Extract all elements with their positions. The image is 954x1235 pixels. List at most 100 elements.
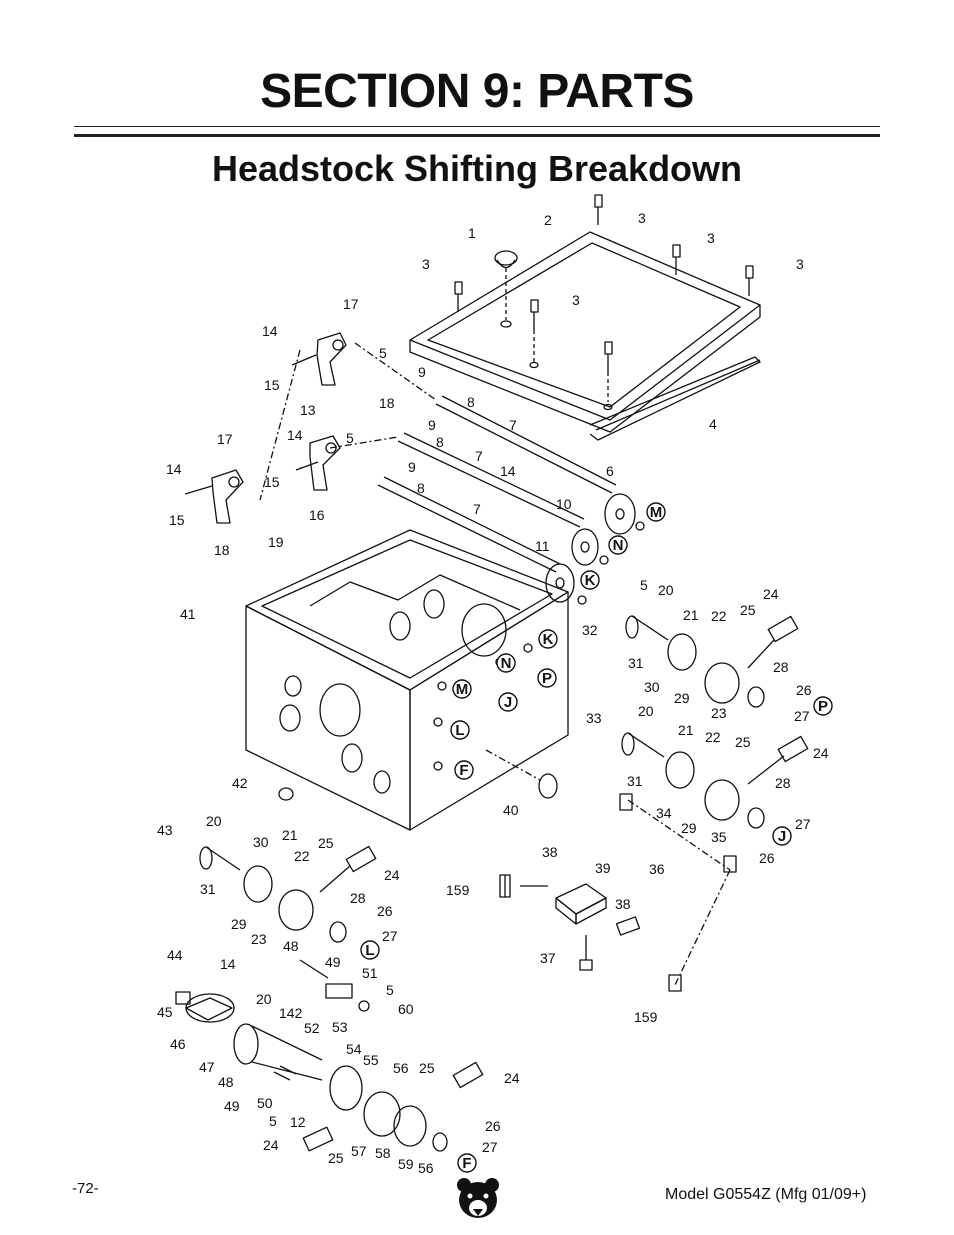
part-callout: 31 bbox=[627, 773, 643, 789]
part-callout: 26 bbox=[759, 850, 775, 866]
part-callout: 20 bbox=[256, 991, 272, 1007]
letter-marker-label: P bbox=[818, 698, 828, 715]
letter-marker: M bbox=[452, 679, 472, 699]
part-callout: 52 bbox=[304, 1020, 320, 1036]
part-callout: 38 bbox=[542, 844, 558, 860]
letter-marker-label: M bbox=[650, 504, 663, 521]
part-callout: 9 bbox=[418, 364, 426, 380]
letter-marker-label: J bbox=[778, 828, 786, 845]
part-callout: 12 bbox=[290, 1114, 306, 1130]
part-callout: 159 bbox=[634, 1009, 658, 1025]
part-callout: 29 bbox=[231, 916, 247, 932]
part-callout: 25 bbox=[740, 602, 756, 618]
part-callout: 159 bbox=[446, 882, 470, 898]
part-callout: 26 bbox=[796, 682, 812, 698]
gasket bbox=[589, 356, 761, 441]
part-callout: 5 bbox=[386, 982, 394, 998]
part-callout: 25 bbox=[318, 835, 334, 851]
part-callout: 18 bbox=[214, 542, 230, 558]
shift-forks bbox=[184, 332, 347, 524]
letter-marker-label: M bbox=[456, 681, 469, 698]
part-callout: 8 bbox=[417, 480, 425, 496]
letter-marker-label: N bbox=[501, 655, 512, 672]
part-callout: 21 bbox=[282, 827, 298, 843]
letter-marker: P bbox=[813, 696, 833, 716]
part-callout: 32 bbox=[582, 622, 598, 638]
part-callout: 21 bbox=[678, 722, 694, 738]
diagram-title: Headstock Shifting Breakdown bbox=[211, 148, 743, 189]
headstock-housing bbox=[245, 529, 569, 831]
part-callout: 25 bbox=[735, 734, 751, 750]
part-callout: 21 bbox=[683, 607, 699, 623]
part-callout: 27 bbox=[795, 816, 811, 832]
part-callout: 2 bbox=[544, 212, 552, 228]
part-callout: 14 bbox=[220, 956, 236, 972]
part-callout: 37 bbox=[540, 950, 556, 966]
shift-shafts bbox=[259, 342, 617, 573]
part-callout: 18 bbox=[379, 395, 395, 411]
part-callout: 5 bbox=[346, 430, 354, 446]
letter-marker-circle bbox=[580, 570, 600, 590]
part-callout: 10 bbox=[556, 496, 572, 512]
letter-marker-label: J bbox=[504, 694, 512, 711]
letter-marker-circle bbox=[452, 679, 472, 699]
letter-marker-circle bbox=[538, 629, 558, 649]
part-callout: 11 bbox=[535, 538, 550, 554]
part-callout: 39 bbox=[595, 860, 611, 876]
part-callout: 30 bbox=[253, 834, 269, 850]
part-callout: 58 bbox=[375, 1145, 391, 1161]
part-callout: 49 bbox=[224, 1098, 240, 1114]
diagram-drawing bbox=[175, 194, 809, 1152]
part-callout: 31 bbox=[200, 881, 216, 897]
part-callout: 5 bbox=[269, 1113, 277, 1129]
part-callout: 22 bbox=[711, 608, 727, 624]
model-label: Model G0554Z (Mfg 01/09+) bbox=[665, 1186, 867, 1203]
letter-marker: N bbox=[608, 535, 628, 555]
part-callout: 9 bbox=[428, 417, 436, 433]
part-callout: 25 bbox=[328, 1150, 344, 1166]
part-callout: 22 bbox=[705, 729, 721, 745]
part-callout: 24 bbox=[813, 745, 829, 761]
part-callout: 5 bbox=[640, 577, 648, 593]
letter-marker-circle bbox=[498, 692, 518, 712]
letter-marker: F bbox=[454, 760, 474, 780]
part-callout: 20 bbox=[658, 582, 674, 598]
part-callout: 26 bbox=[485, 1118, 501, 1134]
selector-assembly-bottom bbox=[175, 959, 484, 1152]
part-callout: 15 bbox=[264, 474, 280, 490]
letter-marker-label: P bbox=[542, 670, 552, 687]
part-callout: 14 bbox=[287, 427, 303, 443]
part-callout: 24 bbox=[263, 1137, 279, 1153]
part-callout: 27 bbox=[382, 928, 398, 944]
cover-plate bbox=[409, 231, 761, 433]
shifter-assembly-upper-right bbox=[625, 615, 799, 708]
part-callout: 142 bbox=[279, 1005, 303, 1021]
part-callout: 45 bbox=[157, 1004, 173, 1020]
part-callout: 51 bbox=[362, 965, 378, 981]
letter-marker-label: K bbox=[585, 572, 596, 589]
part-callout: 13 bbox=[300, 402, 316, 418]
letter-marker-circle bbox=[608, 535, 628, 555]
part-callout: 44 bbox=[167, 947, 183, 963]
lock-block bbox=[278, 773, 737, 992]
page-number: -72- bbox=[72, 1180, 99, 1197]
section-title: SECTION 9: PARTS bbox=[260, 65, 694, 118]
bear-head-logo-icon bbox=[456, 1176, 500, 1227]
part-callout: 5 bbox=[379, 345, 387, 361]
letter-marker-circle bbox=[496, 653, 516, 673]
part-callout: 36 bbox=[649, 861, 665, 877]
letter-marker-label: N bbox=[613, 537, 624, 554]
part-callout: 22 bbox=[294, 848, 310, 864]
part-callout: 7 bbox=[509, 417, 517, 433]
letter-marker-circle bbox=[772, 826, 792, 846]
part-callout: 23 bbox=[251, 931, 267, 947]
letter-marker: L bbox=[360, 940, 380, 960]
part-callout: 49 bbox=[325, 954, 341, 970]
letter-marker: K bbox=[538, 629, 558, 649]
letter-marker-circle bbox=[360, 940, 380, 960]
letter-marker-label: L bbox=[365, 942, 374, 959]
part-callout: 41 bbox=[180, 606, 196, 622]
part-callout: 47 bbox=[199, 1059, 215, 1075]
header-rule-thick bbox=[74, 134, 880, 137]
